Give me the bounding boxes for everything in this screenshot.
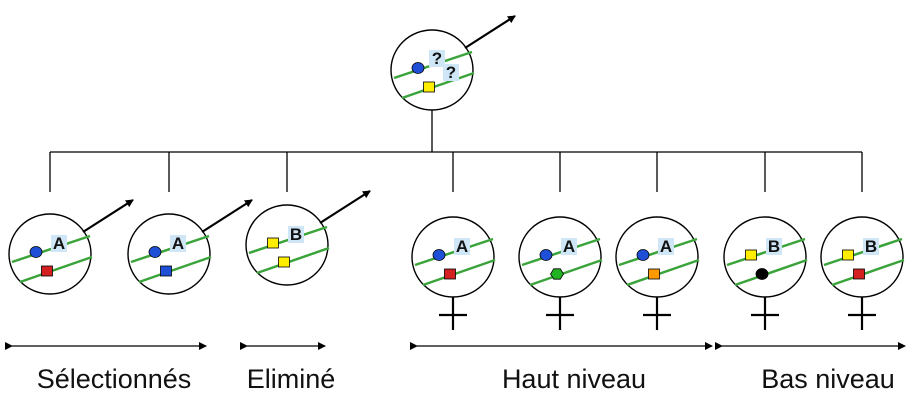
letter-highlight bbox=[170, 235, 186, 252]
caption-elimine: Eliminé bbox=[247, 364, 336, 394]
chromosome-line bbox=[138, 255, 212, 284]
parent-cell: ?? bbox=[390, 15, 516, 111]
gene-letter: A bbox=[456, 237, 468, 256]
caption-selectionnes: Sélectionnés bbox=[37, 364, 192, 394]
orange-square-marker bbox=[648, 268, 660, 280]
letter-highlight bbox=[863, 238, 879, 255]
gene-letter: ? bbox=[446, 63, 456, 82]
chromosome-line bbox=[401, 71, 475, 100]
offspring-cell-3: B bbox=[245, 190, 371, 286]
cells: ?? A A B A A A B B bbox=[8, 15, 905, 330]
blue-circle-marker bbox=[432, 249, 446, 261]
yellow-square-marker bbox=[423, 81, 435, 93]
letter-highlight bbox=[454, 238, 470, 255]
letter-highlight bbox=[561, 238, 577, 255]
female-cross-icon bbox=[751, 297, 779, 330]
female-cross-icon bbox=[546, 297, 574, 330]
chromosome-line bbox=[19, 255, 93, 284]
red-square-marker bbox=[853, 268, 865, 280]
offspring-cell-5: A bbox=[518, 216, 603, 330]
offspring-cell-7: B bbox=[723, 216, 808, 330]
offspring-cell-4: A bbox=[411, 216, 496, 330]
red-square-marker bbox=[444, 268, 456, 280]
gene-letter: A bbox=[563, 237, 575, 256]
chromosome-line bbox=[422, 258, 496, 287]
chromosome-line bbox=[256, 246, 330, 275]
letter-highlight bbox=[51, 235, 67, 252]
green-hexagon-marker bbox=[550, 268, 564, 280]
blue-square-marker bbox=[160, 265, 172, 277]
yellow-square-marker bbox=[745, 249, 757, 261]
gene-letter: B bbox=[768, 237, 780, 256]
female-cross-icon bbox=[848, 297, 876, 330]
gene-letter: A bbox=[660, 237, 672, 256]
chromosome-line bbox=[529, 258, 603, 287]
chromosome-line bbox=[626, 258, 700, 287]
yellow-square-marker bbox=[278, 256, 290, 268]
offspring-cell-1: A bbox=[8, 199, 134, 295]
letter-highlight bbox=[288, 226, 304, 243]
tree-connectors bbox=[49, 110, 863, 192]
yellow-square-marker bbox=[267, 237, 279, 249]
letter-highlight bbox=[429, 50, 445, 67]
gene-letter: A bbox=[172, 234, 184, 253]
caption-bas-niveau: Bas niveau bbox=[761, 364, 895, 394]
female-cross-icon bbox=[439, 297, 467, 330]
female-cross-icon bbox=[643, 297, 671, 330]
offspring-cell-2: A bbox=[127, 199, 253, 295]
offspring-cell-6: A bbox=[615, 216, 700, 330]
letter-highlight bbox=[658, 238, 674, 255]
letter-highlight bbox=[766, 238, 782, 255]
red-square-marker bbox=[41, 265, 53, 277]
gene-letter: ? bbox=[432, 49, 442, 68]
letter-highlight bbox=[443, 64, 459, 81]
cell-outline bbox=[127, 213, 211, 295]
blue-circle-marker bbox=[411, 62, 425, 74]
group-captions: Sélectionnés Eliminé Haut niveau Bas niv… bbox=[37, 364, 895, 394]
caption-haut-niveau: Haut niveau bbox=[502, 364, 646, 394]
black-circle-marker bbox=[755, 268, 769, 280]
cell-outline bbox=[245, 204, 329, 286]
chromosome-line bbox=[734, 258, 808, 287]
blue-circle-marker bbox=[29, 246, 43, 258]
blue-circle-marker bbox=[539, 249, 553, 261]
yellow-square-marker bbox=[842, 249, 854, 261]
chromosome-line bbox=[831, 258, 905, 287]
blue-circle-marker bbox=[148, 246, 162, 258]
male-arrow-icon bbox=[201, 199, 253, 233]
male-arrow-icon bbox=[82, 199, 134, 233]
gene-letter: B bbox=[865, 237, 877, 256]
blue-circle-marker bbox=[636, 249, 650, 261]
gene-letter: A bbox=[53, 234, 65, 253]
gene-letter: B bbox=[290, 225, 302, 244]
male-arrow-icon bbox=[319, 190, 371, 224]
cell-outline bbox=[390, 29, 474, 111]
cell-outline bbox=[8, 213, 92, 295]
offspring-cell-8: B bbox=[820, 216, 905, 330]
male-arrow-icon bbox=[464, 15, 516, 49]
